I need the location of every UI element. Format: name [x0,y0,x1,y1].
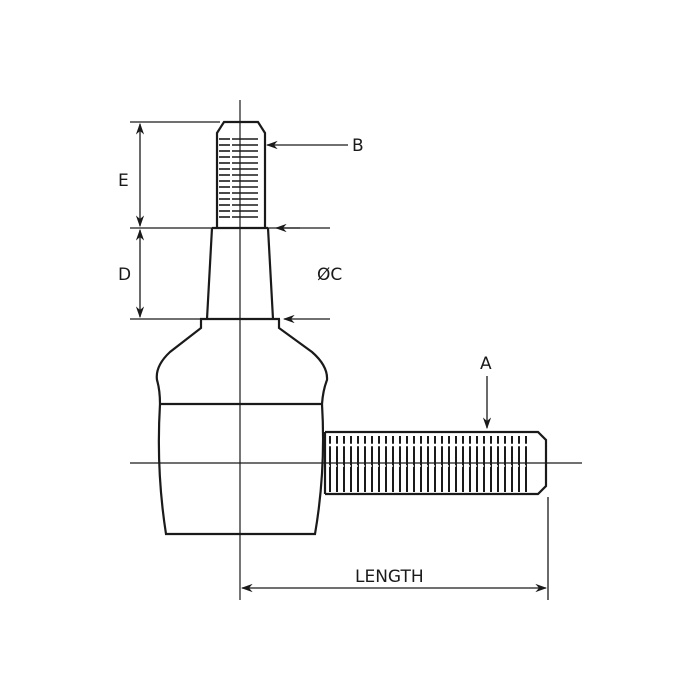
dimension-length [240,497,549,600]
dimension-d [130,228,200,320]
threaded-shank [323,430,548,496]
body-housing [155,319,329,536]
label-c: ØC [317,265,342,285]
center-lines [130,100,582,600]
label-d: D [118,265,131,285]
label-a: A [480,354,492,374]
label-e: E [118,171,129,191]
label-length: LENGTH [355,567,424,587]
label-b: B [352,136,364,156]
top-stud [215,120,267,228]
dimension-e [130,121,300,229]
